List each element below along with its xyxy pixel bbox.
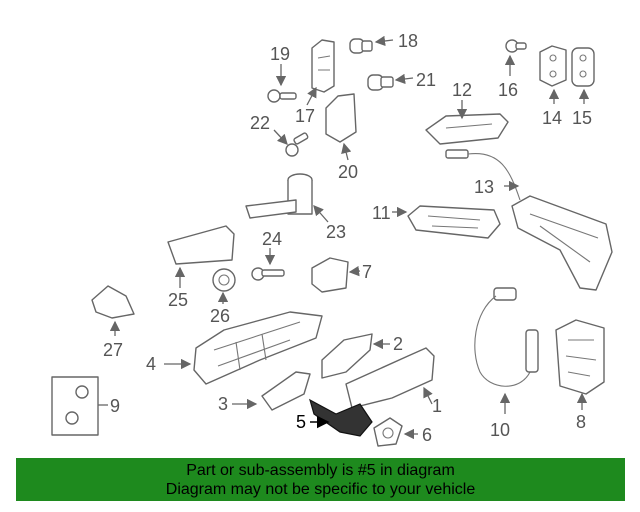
callout-5: 5	[296, 412, 306, 432]
callout-21: 21	[416, 70, 436, 90]
callout-25: 25	[168, 290, 188, 310]
callout-9: 9	[110, 396, 120, 416]
callout-6: 6	[422, 425, 432, 445]
callout-20: 20	[338, 162, 358, 182]
part-17-bracket	[306, 39, 335, 106]
callout-26: 26	[210, 306, 230, 326]
part-21-bolt	[367, 73, 414, 91]
callout-8: 8	[576, 412, 586, 432]
banner-line-2: Diagram may not be specific to your vehi…	[165, 481, 476, 498]
callout-1: 1	[432, 396, 442, 416]
part-6-cap	[373, 417, 418, 447]
callout-23: 23	[326, 222, 346, 242]
callout-2: 2	[393, 334, 403, 354]
part-13-cable	[445, 149, 521, 201]
part-7-connector	[311, 257, 361, 293]
part-25-handle-cover	[167, 225, 235, 288]
callout-17: 17	[295, 106, 315, 126]
part-10-cable	[474, 287, 539, 414]
part-9-clips	[51, 376, 108, 436]
callout-27: 27	[103, 340, 123, 360]
callout-22: 22	[250, 113, 270, 133]
part-5-lock-cylinder	[309, 398, 373, 437]
callout-10: 10	[490, 420, 510, 440]
callout-4: 4	[146, 354, 156, 374]
callout-13: 13	[474, 177, 494, 197]
part-22-bolt	[273, 129, 309, 157]
part-4-handle-carrier	[164, 311, 323, 385]
part-24-pin	[251, 248, 285, 281]
callout-3: 3	[218, 394, 228, 414]
part-16-screw	[504, 39, 527, 76]
cable-assembly	[511, 195, 613, 291]
part-2-bezel	[321, 333, 390, 379]
callout-18: 18	[398, 31, 418, 51]
callout-15: 15	[572, 108, 592, 128]
part-11-inner-handle	[392, 205, 501, 239]
callout-16: 16	[498, 80, 518, 100]
part-12-inner-trim	[425, 100, 509, 145]
banner-line-1: Part or sub-assembly is #5 in diagram	[186, 462, 455, 479]
part-20-bracket	[325, 93, 357, 161]
info-banner: Part or sub-assembly is #5 in diagram Di…	[16, 458, 625, 501]
part-26-grommet	[212, 268, 236, 304]
part-3-gasket	[232, 371, 311, 411]
part-14-plate	[539, 45, 567, 104]
part-19-bolt	[267, 64, 297, 103]
callout-14: 14	[542, 108, 562, 128]
part-15-plate	[571, 47, 595, 104]
part-27-seal	[91, 285, 135, 336]
callout-12: 12	[452, 80, 472, 100]
callout-19: 19	[270, 44, 290, 64]
callout-7: 7	[362, 262, 372, 282]
part-8-latch	[555, 319, 605, 410]
callout-11: 11	[372, 203, 391, 223]
callout-24: 24	[262, 229, 282, 249]
parts-diagram: 18 19 17 21 22 20 23 24 7 25 26 27 4 2 1…	[51, 31, 613, 447]
part-23-check-strap	[245, 173, 329, 223]
part-18-bolt	[349, 35, 394, 54]
